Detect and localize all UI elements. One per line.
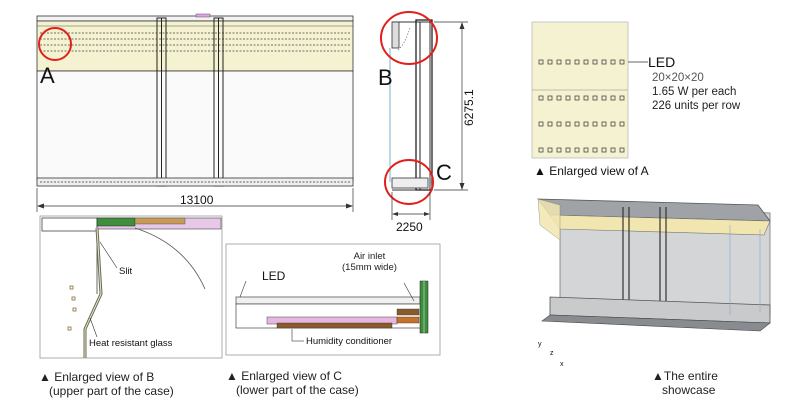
led-unit (619, 95, 625, 101)
heat-resistant-glass-label: Heat resistant glass (89, 338, 173, 349)
detail-c-marker-circle (384, 159, 434, 205)
depth-dimension: 2250 (396, 220, 423, 234)
led-unit (619, 59, 625, 65)
led-spec-units: 226 units per row (652, 100, 741, 112)
led-unit (547, 59, 553, 65)
led-spec-power: 1.65 W per each (652, 86, 737, 98)
led-unit (610, 59, 616, 65)
detail-c-caption-line1: ▲ Enlarged view of C (226, 369, 342, 383)
detail-c-marker-label: C (436, 160, 452, 185)
led-unit (547, 95, 553, 101)
detail-a-led-label: LED (648, 54, 676, 70)
led-unit (610, 147, 616, 153)
side-view-drawing (380, 11, 468, 220)
led-unit (574, 147, 580, 153)
led-unit (583, 121, 589, 127)
detail-a-marker-label: A (40, 63, 55, 88)
detail-c-caption-line2: (lower part of the case) (236, 383, 359, 397)
detail-c-drawing (225, 243, 441, 356)
led-unit (565, 147, 571, 153)
slit-label: Slit (119, 266, 133, 277)
led-unit (556, 95, 562, 101)
axis-y-label: y (538, 341, 542, 348)
front-view-drawing (36, 13, 354, 212)
led-unit (601, 95, 607, 101)
showcase-caption-line1: ▲The entire (652, 369, 718, 383)
detail-b-marker-label: B (378, 65, 393, 90)
detail-b-marker-circle (380, 11, 438, 65)
led-unit (538, 147, 544, 153)
led-unit (592, 121, 598, 127)
detail-a: LED 20×20×20 1.65 W per each 226 units p… (530, 18, 800, 178)
led-spec-size: 20×20×20 (652, 72, 704, 84)
led-unit (610, 95, 616, 101)
led-unit (592, 59, 598, 65)
height-dimension: 6275.1 (462, 89, 476, 126)
led-unit (538, 95, 544, 101)
led-unit (556, 121, 562, 127)
axis-x-label: x (560, 361, 564, 368)
led-unit (547, 147, 553, 153)
humidity-conditioner-label: Humidity conditioner (306, 336, 393, 347)
led-unit (574, 95, 580, 101)
led-unit (556, 59, 562, 65)
led-unit (565, 95, 571, 101)
led-unit (592, 95, 598, 101)
detail-b-caption-line2: (upper part of the case) (49, 384, 174, 398)
led-unit (574, 59, 580, 65)
detail-a-caption: ▲ Enlarged view of A (534, 164, 649, 178)
led-unit (619, 121, 625, 127)
led-unit (538, 59, 544, 65)
led-unit (583, 95, 589, 101)
detail-b-caption-line1: ▲ Enlarged view of B (39, 370, 155, 384)
detail-c: LED Air inlet (15mm wide) Humidity condi… (222, 243, 447, 418)
detail-b-drawing (39, 215, 223, 359)
led-unit (601, 59, 607, 65)
width-dimension: 13100 (180, 193, 214, 207)
led-unit (583, 147, 589, 153)
led-unit (538, 121, 544, 127)
detail-b: Slit Heat resistant glass ▲ Enlarged vie… (35, 214, 235, 418)
axis-z-label: z (550, 350, 554, 357)
showcase-3d-drawing (537, 198, 771, 332)
showcase-caption-line2: showcase (662, 383, 716, 397)
led-unit (574, 121, 580, 127)
front-view: A 13100 (0, 0, 360, 215)
led-unit (547, 121, 553, 127)
led-unit (601, 121, 607, 127)
led-unit (583, 59, 589, 65)
showcase-3d: y z x ▲The entire showcase (520, 185, 800, 418)
detail-a-panel (531, 21, 648, 159)
detail-c-led-label: LED (262, 269, 286, 283)
led-unit (601, 147, 607, 153)
side-view: B C 6275.1 2250 (370, 0, 490, 240)
air-inlet-width-label: (15mm wide) (342, 262, 397, 273)
led-unit (565, 121, 571, 127)
air-inlet-label: Air inlet (353, 251, 386, 262)
led-unit (592, 147, 598, 153)
led-unit (565, 59, 571, 65)
detail-a-marker-circle (38, 27, 72, 61)
led-unit (610, 121, 616, 127)
led-unit (619, 147, 625, 153)
led-unit (556, 147, 562, 153)
